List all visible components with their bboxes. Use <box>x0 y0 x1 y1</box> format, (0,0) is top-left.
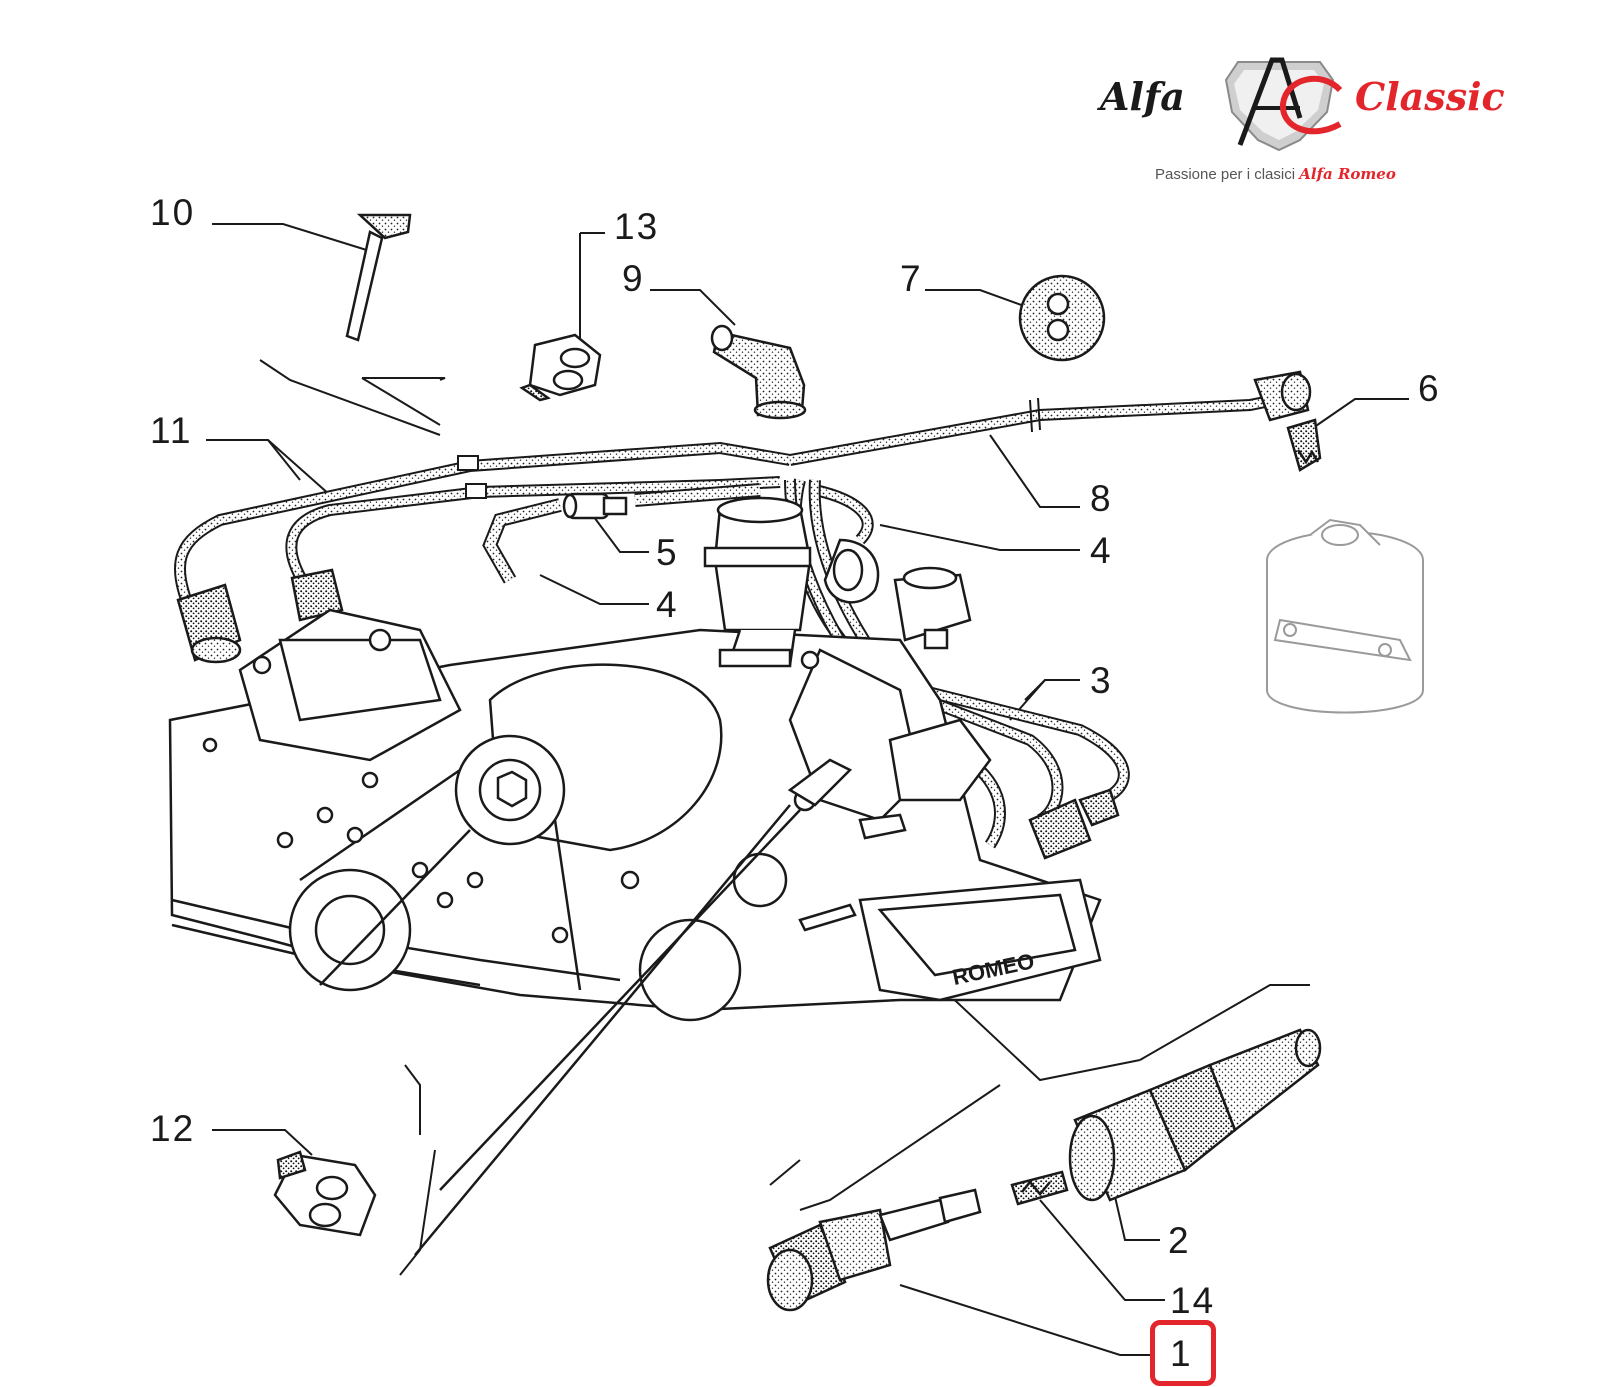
part-1-spark-plug <box>766 1188 982 1312</box>
highlighted-part-box[interactable] <box>1150 1320 1216 1386</box>
engine-block <box>168 496 1102 1256</box>
brand-word-alfa: Alfa <box>1100 74 1185 119</box>
callout-7[interactable]: 7 <box>900 258 923 299</box>
tagline-brand: Alfa Romeo <box>1299 165 1396 183</box>
part-9-boot <box>710 324 807 420</box>
callout-14[interactable]: 14 <box>1170 1280 1216 1321</box>
callout-4-left[interactable]: 4 <box>656 584 679 625</box>
part-12-clip <box>273 1150 377 1237</box>
callout-2[interactable]: 2 <box>1168 1220 1191 1261</box>
callout-4-right[interactable]: 4 <box>1090 530 1113 571</box>
callout-1-highlighted[interactable]: 1 <box>1170 1333 1193 1374</box>
tagline-prefix: Passione per i clasici <box>1155 166 1296 183</box>
brand-emblem <box>1224 57 1343 152</box>
part-10-cable-strap <box>345 213 412 342</box>
ghost-ignition-coil <box>1266 518 1424 714</box>
callout-3[interactable]: 3 <box>1090 660 1113 701</box>
callout-13[interactable]: 13 <box>614 206 660 247</box>
brand-tagline: Passione per i clasici Alfa Romeo <box>1155 165 1396 183</box>
callout-12[interactable]: 12 <box>150 1108 196 1149</box>
callout-10[interactable]: 10 <box>150 192 196 233</box>
callout-5[interactable]: 5 <box>656 532 679 573</box>
leader-lines <box>206 223 1409 1356</box>
callout-6[interactable]: 6 <box>1418 368 1441 409</box>
callout-8[interactable]: 8 <box>1090 478 1113 519</box>
part-13-clip <box>519 333 602 402</box>
part-5-connector <box>562 492 628 520</box>
part-7-grommet <box>1018 274 1106 362</box>
callout-9[interactable]: 9 <box>622 258 645 299</box>
brand-word-classic: Classic <box>1355 74 1505 119</box>
callout-11[interactable]: 11 <box>150 410 193 451</box>
part-6-terminal <box>1286 418 1322 472</box>
part-14-terminal <box>1010 1170 1069 1206</box>
part-2-plug-boot <box>1068 1028 1322 1202</box>
